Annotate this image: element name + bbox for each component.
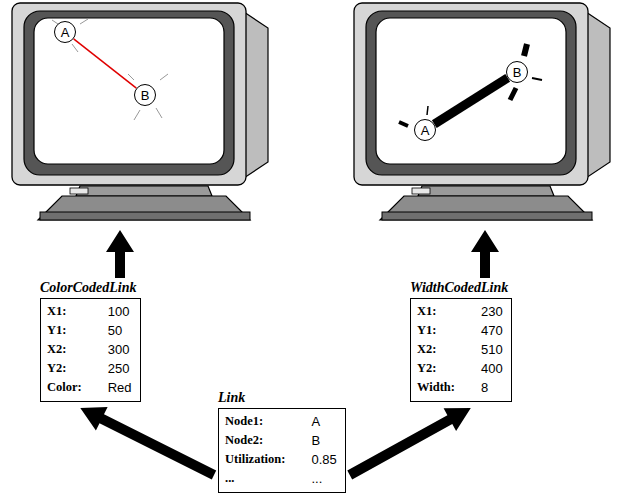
- field-value: 470: [481, 321, 503, 340]
- field-name: X1:: [47, 302, 82, 321]
- record-box: ColorCodedLinkX1: 100Y1: 50X2: 300Y2: 250Col…: [40, 280, 141, 402]
- field-value: B: [311, 431, 336, 450]
- field-name: Y1:: [47, 321, 82, 340]
- class-name: ColorCodedLink: [40, 280, 141, 296]
- field-name: Y2:: [47, 359, 82, 378]
- field-table: X1: 100Y1: 50X2: 300Y2: 250Color: Red: [40, 298, 141, 402]
- field-value: 250: [108, 359, 132, 378]
- field-name: ...: [225, 469, 285, 488]
- field-name: X2:: [47, 340, 82, 359]
- node-circle: A: [414, 119, 436, 141]
- field-name: Node1:: [225, 412, 285, 431]
- field-value: 50: [108, 321, 132, 340]
- field-table: X1: 230Y1: 470X2: 510Y2: 400Width: 8: [410, 298, 512, 402]
- class-name: Link: [218, 390, 346, 406]
- monitor-right: [354, 3, 610, 220]
- field-name: X1:: [417, 302, 455, 321]
- field-value: 0.85: [311, 450, 336, 469]
- field-name: Width:: [417, 378, 455, 397]
- field-value: 8: [481, 378, 503, 397]
- field-value: A: [311, 412, 336, 431]
- flow-arrow: [347, 408, 471, 479]
- node-letter: A: [61, 26, 70, 39]
- record-box: WidthCodedLinkX1: 230Y1: 470X2: 510Y2: 400Wi…: [410, 280, 512, 402]
- node-letter: A: [421, 124, 430, 137]
- field-name: Y2:: [417, 359, 455, 378]
- node-circle: A: [54, 21, 76, 43]
- field-value: 300: [108, 340, 132, 359]
- node-circle: B: [506, 61, 528, 83]
- record-box: LinkNode1: A Node2: B Utilization: 0.85......: [218, 390, 346, 493]
- node-letter: B: [513, 66, 522, 79]
- field-value: 100: [108, 302, 132, 321]
- node-letter: B: [141, 89, 150, 102]
- field-name: X2:: [417, 340, 455, 359]
- up-arrow: [106, 230, 134, 278]
- link-line: [74, 39, 137, 88]
- link-line: [434, 78, 507, 124]
- field-value: Red: [108, 378, 132, 397]
- field-value: 230: [481, 302, 503, 321]
- field-value: 510: [481, 340, 503, 359]
- field-name: Node2:: [225, 431, 285, 450]
- flow-arrow: [80, 407, 216, 479]
- field-name: Utilization:: [225, 450, 285, 469]
- monitor-left: [12, 3, 268, 220]
- field-value: ...: [311, 469, 336, 488]
- field-name: Y1:: [417, 321, 455, 340]
- up-arrow: [471, 230, 499, 278]
- ray-lines: [52, 19, 168, 120]
- field-value: 400: [481, 359, 503, 378]
- field-table: Node1: A Node2: B Utilization: 0.85......: [218, 408, 346, 493]
- field-name: Color:: [47, 378, 82, 397]
- ray-lines-thick: [399, 44, 542, 126]
- node-circle: B: [134, 84, 156, 106]
- class-name: WidthCodedLink: [410, 280, 512, 296]
